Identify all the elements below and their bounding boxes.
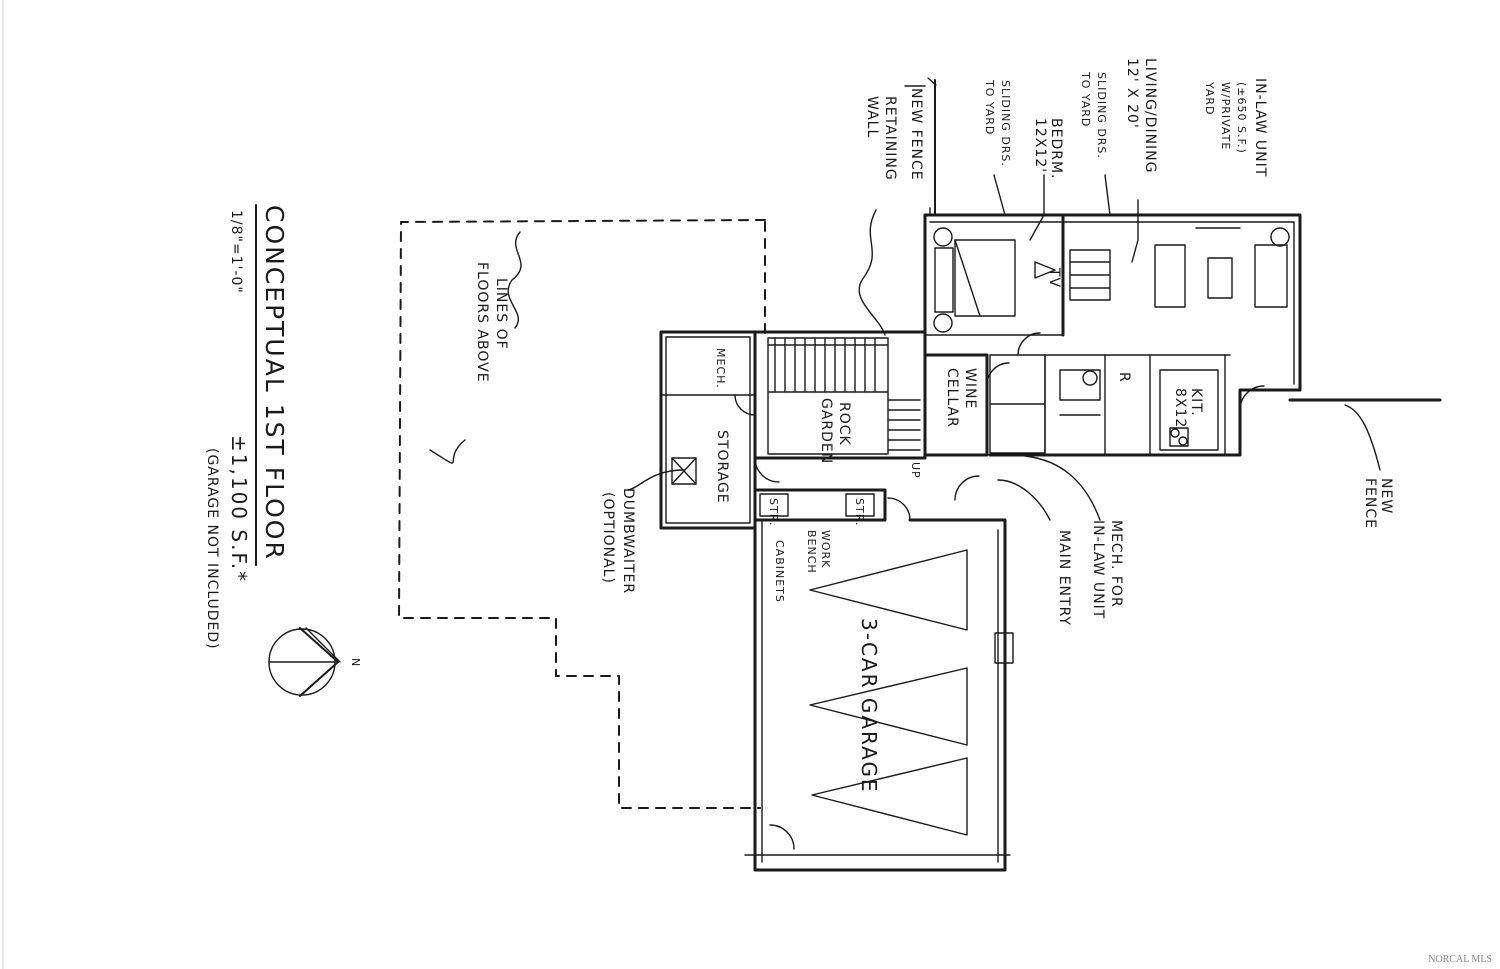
watermark: NORCAL MLS <box>1428 954 1492 965</box>
label-sliding-drs2-yard: TO YARD <box>1079 71 1092 127</box>
label-work-bench-2: BENCH <box>805 530 818 574</box>
title-note: (GARAGE NOT INCLUDED) <box>204 448 220 650</box>
label-bedrm: BEDRM. <box>1048 118 1064 180</box>
label-new-fence-right-2: FENCE <box>1362 478 1378 529</box>
label-inlaw-yard: YARD <box>1203 81 1216 116</box>
label-lines-of: LINES OF <box>493 278 509 350</box>
label-wine: WINE <box>962 368 978 409</box>
label-retaining: RETAINING <box>882 96 898 181</box>
label-garage: 3-CAR GARAGE <box>857 618 881 794</box>
label-stor-right: STR. <box>853 498 866 526</box>
title-scale: 1/8"=1'-0" <box>228 210 244 294</box>
storage-block: MECH. STORAGE DUMBWAITER (OPTIONAL) <box>600 330 757 594</box>
label-dumbwaiter-optional: (OPTIONAL) <box>600 492 616 584</box>
label-sliding-drs-yard: TO YARD <box>983 79 996 135</box>
label-rock-garden: ROCK <box>836 402 852 446</box>
label-storage: STORAGE <box>714 430 730 504</box>
label-dumbwaiter: DUMBWAITER <box>620 488 636 594</box>
floors-above-outline: LINES OF FLOORS ABOVE <box>398 219 766 809</box>
label-rock-garden-2: GARDEN <box>818 398 834 464</box>
stair-rock-garden: ROCK GARDEN UP <box>753 330 927 483</box>
label-main-entry: MAIN ENTRY <box>1056 530 1072 626</box>
north-label: N <box>349 658 362 667</box>
garage: STR. STR. WORK BENCH CABINETS 3-CAR GARA… <box>744 475 1014 872</box>
label-stor-left: STR. <box>767 498 780 526</box>
label-up: UP <box>909 462 922 479</box>
label-living-dining: LIVING/DINING <box>1142 58 1158 174</box>
label-r: R <box>1116 372 1132 383</box>
label-new-fence-top: NEW FENCE <box>908 88 924 181</box>
label-floors-above: FLOORS ABOVE <box>474 262 490 383</box>
label-inlaw-unit: IN-LAW UNIT <box>1252 78 1268 177</box>
label-bedrm-size: 12X12' <box>1032 118 1048 173</box>
inlaw-unit: TV R KIT. 8X12 <box>923 207 1442 457</box>
title-area: ±1,100 S.F.* <box>227 435 251 583</box>
label-sliding-drs: SLIDING DRS. <box>999 80 1012 167</box>
label-inlaw-area: (±650 S.F.) <box>1235 82 1248 154</box>
label-mech-inlaw-2: IN-LAW UNIT <box>1090 520 1106 619</box>
annotations: MAIN ENTRY MECH. FOR IN-LAW UNIT NEW FEN… <box>858 58 1394 626</box>
label-inlaw-private: W/PRIVATE <box>1219 82 1232 150</box>
label-kit: KIT. <box>1188 388 1204 417</box>
title-main: CONCEPTUAL 1ST FLOOR <box>260 205 289 561</box>
north-arrow-icon: N <box>268 627 362 697</box>
label-living-dining-size: 12' X 20' <box>1124 58 1140 129</box>
label-work-bench: WORK <box>819 530 832 568</box>
wine-cellar: WINE CELLAR <box>923 332 1046 457</box>
label-mech: MECH. <box>714 348 727 389</box>
label-kit-size: 8X12 <box>1172 388 1188 428</box>
label-mech-inlaw: MECH. FOR <box>1108 520 1124 608</box>
label-wall: WALL <box>864 96 880 138</box>
label-sliding-drs2: SLIDING DRS. <box>1095 72 1108 159</box>
label-cabinets: CABINETS <box>773 540 786 603</box>
title-block: CONCEPTUAL 1ST FLOOR 1/8"=1'-0" ±1,100 S… <box>204 204 289 650</box>
label-new-fence-right: NEW <box>1378 478 1394 514</box>
label-cellar: CELLAR <box>944 368 960 428</box>
